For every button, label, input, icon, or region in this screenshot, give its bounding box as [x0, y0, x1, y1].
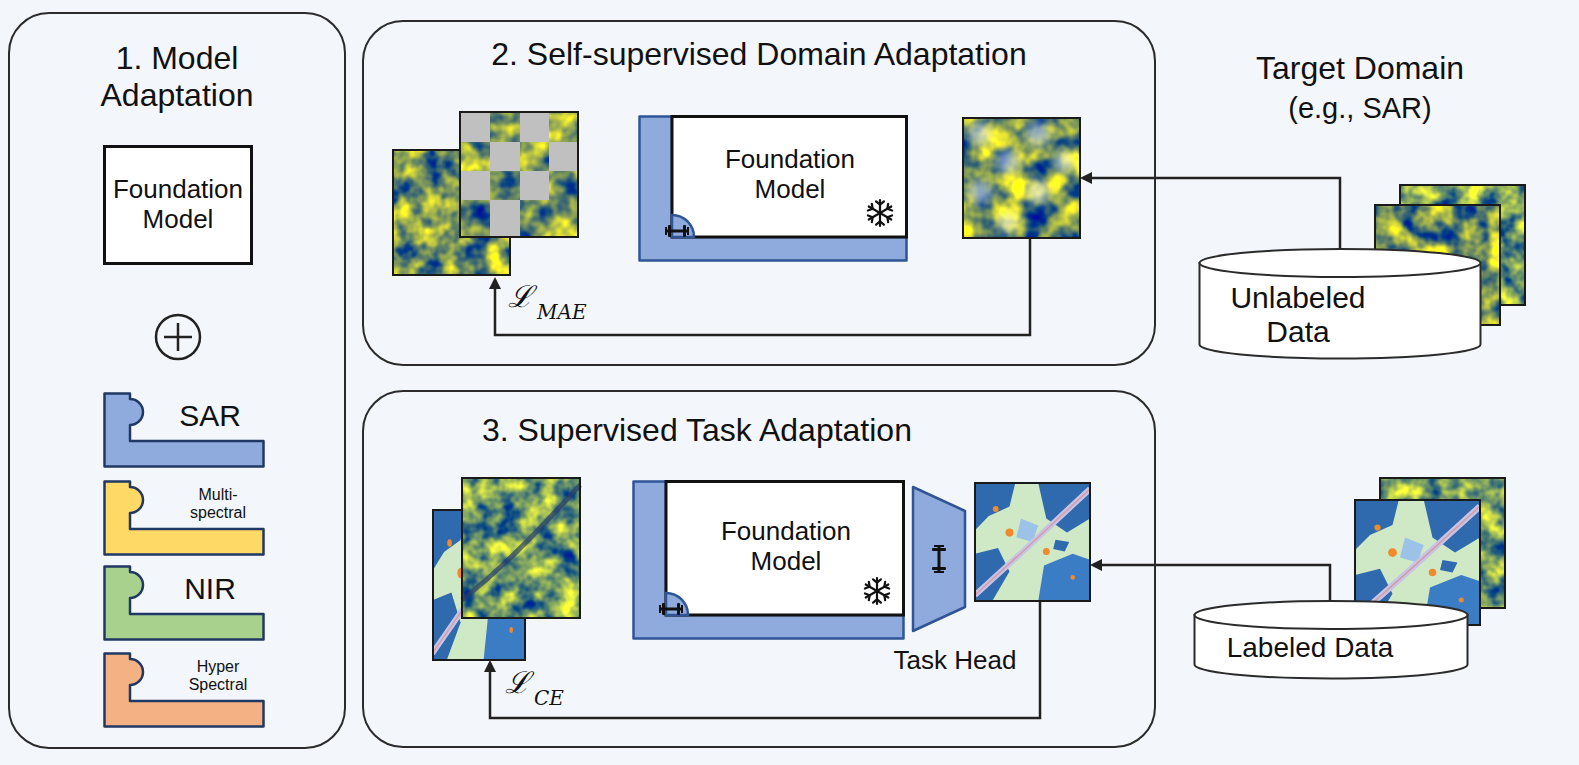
stage-panel: 2. Self-supervised Domain AdaptationFoun… — [362, 20, 1156, 366]
model-name: Foundation Model — [711, 517, 861, 577]
node-shape — [103, 565, 265, 641]
stage-panel: 1. Model AdaptationFoundation ModelSAR Mu… — [8, 12, 346, 749]
node-shape — [8, 12, 346, 749]
masked-sar-image — [460, 112, 578, 237]
adapter-shape: NIR — [103, 565, 265, 641]
data-cylinder: Unlabeled Data — [1198, 248, 1482, 360]
task-head: Task Head — [880, 485, 1030, 685]
plus-symbol — [156, 315, 200, 359]
domain-title: Target Domain — [1210, 52, 1510, 84]
predicted-map — [975, 483, 1090, 601]
domain-example: (e.g., SAR) — [1210, 94, 1510, 123]
loss-subscript: CE — [534, 688, 564, 708]
adapter-name: Hyper Spectral — [177, 658, 259, 695]
adapter-shape: SAR — [103, 392, 265, 468]
panel-title: 1. Model Adaptation — [67, 40, 287, 114]
model-name: Foundation Model — [111, 175, 245, 235]
data-arrow — [1093, 565, 1330, 603]
adapter-name: Multi- spectral — [177, 486, 259, 523]
data-cylinder: Labeled Data — [1193, 600, 1469, 680]
model-box: Foundation Model — [103, 145, 253, 265]
labeled-map-front — [1355, 500, 1480, 625]
data-name: Unlabeled Data — [1208, 281, 1388, 350]
reconstructed-image — [963, 118, 1080, 238]
model-name: Foundation Model — [715, 145, 865, 205]
adapter-shape: Multi- spectral — [103, 480, 265, 556]
stage-panel: 3. Supervised Task AdaptationFoundation … — [362, 390, 1156, 748]
target-image-front — [1375, 205, 1500, 325]
sar-input-image — [462, 478, 580, 618]
panel-title: 3. Supervised Task Adaptation — [372, 412, 1022, 449]
data-arrow — [1083, 178, 1340, 250]
loss-symbol: ℒ — [508, 282, 533, 312]
model-box: Foundation Model — [638, 115, 908, 262]
data-name: Labeled Data — [1205, 632, 1415, 664]
panel-title: 2. Self-supervised Domain Adaptation — [382, 36, 1136, 73]
adapter-name: SAR — [165, 399, 255, 434]
loss-symbol: ℒ — [505, 668, 530, 698]
adapter-name: NIR — [165, 572, 255, 607]
adapter-shape: Hyper Spectral — [103, 652, 265, 728]
loss-arrow — [490, 602, 1040, 718]
head-name: Task Head — [880, 646, 1030, 676]
model-box: Foundation Model — [632, 480, 905, 640]
loss-subscript: MAE — [537, 302, 587, 322]
loss-arrow — [495, 238, 1030, 335]
